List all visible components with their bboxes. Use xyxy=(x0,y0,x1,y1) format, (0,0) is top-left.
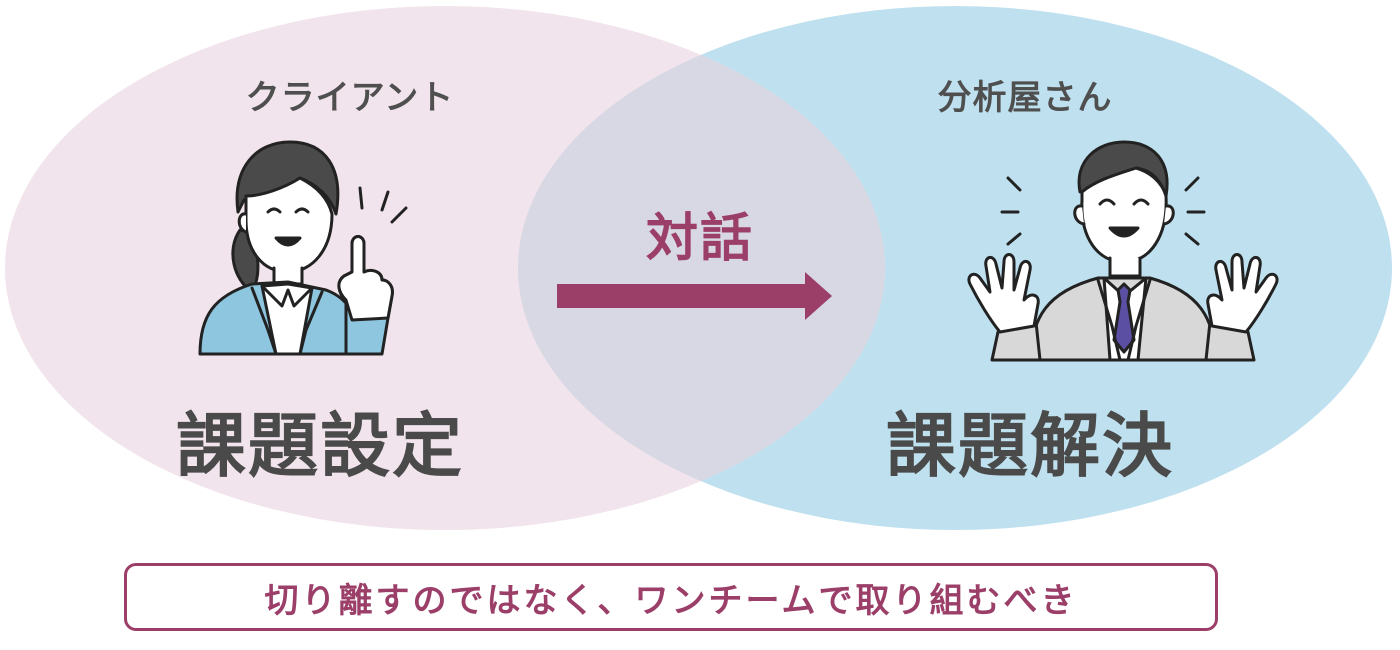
businessman-waving-icon xyxy=(967,140,1279,362)
client-role-label: クライアント xyxy=(245,78,455,118)
right-arrow-icon xyxy=(557,272,832,320)
conclusion-box: 切り離すのではなく、ワンチームで取り組むべき xyxy=(124,563,1218,631)
conclusion-text: 切り離すのではなく、ワンチームで取り組むべき xyxy=(264,580,1078,621)
analyst-task-label: 課題解決 xyxy=(886,405,1174,487)
overlap-region xyxy=(518,6,885,530)
analyst-role-label: 分析屋さん xyxy=(937,78,1113,118)
client-task-label: 課題設定 xyxy=(176,405,464,487)
dialogue-label: 対話 xyxy=(645,209,754,269)
businesswoman-pointing-icon xyxy=(198,140,408,356)
